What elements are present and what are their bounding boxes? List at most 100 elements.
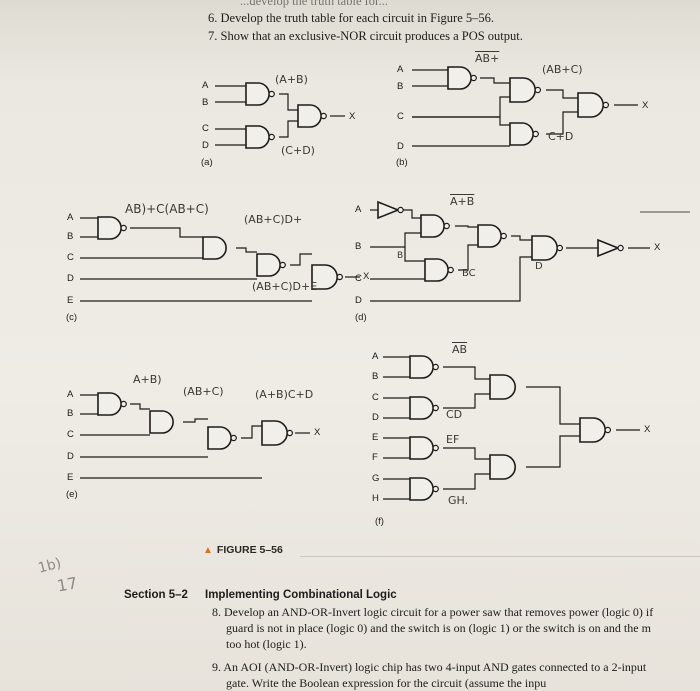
d-input-b: B	[355, 241, 362, 252]
hw-d1: A+B	[450, 195, 475, 208]
e-gate-nand-1-bubble	[120, 400, 127, 408]
a-input-d: D	[202, 140, 209, 151]
d-gate-nand-4-bubble	[556, 244, 564, 252]
q8-line-2: guard is not in place (logic 0) and the …	[226, 621, 651, 635]
hw-c1: AB)+C(AB+C)	[125, 202, 209, 216]
hw-b3: C+D	[548, 130, 574, 143]
caption-rule	[300, 556, 700, 557]
b-input-b: B	[397, 81, 404, 92]
c-input-c: C	[67, 252, 74, 263]
a-gate-nand-2	[245, 125, 270, 149]
hw-a1: (A+B)	[275, 73, 308, 86]
c-input-d: D	[67, 273, 74, 284]
a-gate-nand-3-bubble	[320, 112, 327, 120]
f-gate-nand-7	[579, 417, 606, 443]
c-gate-nand-4-bubble	[336, 273, 343, 281]
f-input-c: C	[372, 392, 379, 403]
b-input-a: A	[397, 64, 404, 75]
d-input-d: D	[355, 295, 362, 306]
d-gate-nand-1-bubble	[443, 222, 450, 230]
circuit-a	[215, 85, 345, 146]
e-label: (e)	[66, 489, 78, 500]
d-gate-nand-3	[477, 224, 502, 248]
cropped-title: ...develop the truth table for...	[240, 0, 388, 8]
hw-c2: (AB+C)D+	[244, 213, 303, 226]
hw-f2: CD	[446, 408, 463, 421]
e-input-c: C	[67, 429, 74, 440]
f-gate-nand-1	[409, 355, 434, 379]
b-gate-nand-3-bubble	[532, 130, 539, 138]
f-gate-and-6	[489, 454, 516, 480]
c-input-e: E	[67, 295, 74, 306]
f-gate-nand-2	[409, 396, 434, 420]
a-gate-nand-1-bubble	[268, 90, 275, 98]
hw-f4: GH.	[448, 494, 469, 507]
hw-d3: BC	[462, 268, 476, 279]
hw-e2: (AB+C)	[183, 385, 224, 398]
hw-d4: D	[535, 261, 543, 272]
f-gate-nand-7-bubble	[604, 426, 612, 434]
b-gate-nand-2	[509, 77, 536, 103]
c-gate-nand-1	[97, 216, 122, 240]
f-label: (f)	[375, 516, 384, 527]
hw-b1: AB+	[475, 52, 500, 65]
f-input-a: A	[372, 351, 379, 362]
d-input-a: A	[355, 204, 362, 215]
b-gate-nand-3	[509, 122, 534, 146]
caption-triangle-icon: ▲	[203, 545, 213, 556]
circuit-d	[370, 209, 650, 302]
b-label: (b)	[396, 157, 408, 168]
e-input-d: D	[67, 451, 74, 462]
c-gate-and-2	[202, 236, 227, 260]
circuit-e	[80, 394, 310, 479]
hw-a2: (C+D)	[281, 144, 315, 157]
e-gate-and-2	[149, 410, 174, 434]
f-input-e: E	[372, 432, 379, 443]
b-output-x: X	[642, 100, 649, 111]
circuit-f	[383, 356, 640, 500]
c-gate-nand-3-bubble	[279, 261, 286, 269]
c-gate-nand-3	[256, 253, 281, 277]
a-label: (a)	[201, 157, 213, 168]
c-label: (c)	[66, 312, 78, 323]
f-gate-nand-4-bubble	[432, 485, 439, 493]
e-input-b: B	[67, 408, 74, 419]
e-gate-nand-3	[207, 426, 232, 450]
d-gate-nand-2-bubble	[447, 266, 454, 274]
b-gate-nand-2-bubble	[534, 86, 542, 94]
hw-c3: (AB+C)D+E	[252, 280, 318, 293]
d-gate-nand-2	[424, 258, 449, 282]
f-gate-nand-1-bubble	[432, 363, 439, 371]
d-input-c: C	[355, 273, 362, 284]
b-input-d: D	[397, 141, 404, 152]
d-gate-nand-4	[531, 235, 558, 261]
figure-caption: ▲FIGURE 5–56	[203, 544, 283, 556]
f-input-f: F	[372, 452, 378, 463]
f-gate-nand-3-bubble	[432, 444, 439, 452]
question-7: 7. Show that an exclusive-NOR circuit pr…	[208, 29, 523, 43]
a-input-c: C	[202, 123, 209, 134]
f-output-x: X	[644, 424, 651, 435]
f-input-g: G	[372, 473, 380, 484]
hw-e1: A+B)	[133, 373, 162, 386]
d-gate-inverter-2-bubble	[617, 244, 624, 252]
circuit-c	[80, 217, 360, 302]
d-gate-inverter-2	[597, 238, 621, 258]
d-gate-nand-3-bubble	[500, 232, 507, 240]
c-input-a: A	[67, 212, 74, 223]
section-label: Section 5–2	[124, 589, 188, 601]
q9-line-2: gate. Write the Boolean expression for t…	[226, 676, 547, 690]
q9-line-1: 9. An AOI (AND-OR-Invert) logic chip has…	[212, 660, 647, 674]
a-input-b: B	[202, 97, 209, 108]
f-input-h: H	[372, 493, 379, 504]
a-input-a: A	[202, 80, 209, 91]
b-gate-nand-4-bubble	[602, 101, 610, 109]
circuit-b	[412, 69, 638, 147]
d-gate-nand-1	[420, 214, 445, 238]
e-gate-nand-1	[97, 392, 122, 416]
f-gate-and-5	[489, 374, 516, 400]
d-gate-inverter-1	[377, 200, 401, 220]
f-input-b: B	[372, 371, 379, 382]
